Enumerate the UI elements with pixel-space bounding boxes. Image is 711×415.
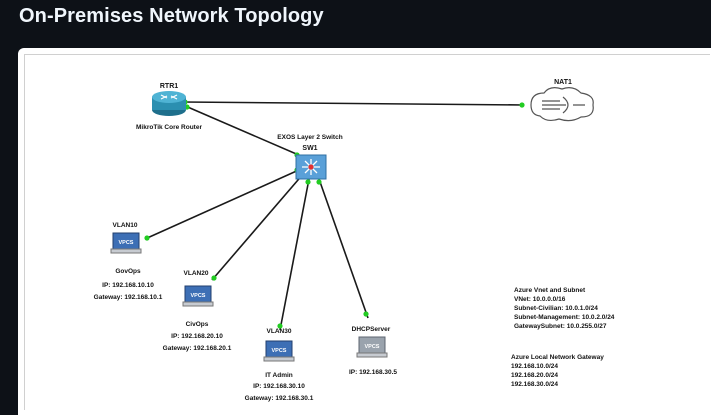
- topology-diagram: RTR1 MikroTik Core Router NAT1 EXOS Laye…: [94, 79, 615, 402]
- pc-icon[interactable]: [110, 232, 142, 254]
- link-govops-sw1[interactable]: [144, 168, 302, 240]
- link-dot: [305, 179, 311, 185]
- topology-canvas[interactable]: RTR1 MikroTik Core Router NAT1 EXOS Laye…: [24, 54, 710, 410]
- sw1-name: SW1: [302, 145, 317, 152]
- nat1-name: NAT1: [554, 79, 572, 86]
- govops-vpcs-label: VPCS: [119, 240, 134, 246]
- nat-cloud-icon[interactable]: [530, 87, 594, 122]
- civops-ip: IP: 192.168.20.10: [171, 333, 223, 340]
- vlan10-name: VLAN10: [113, 222, 138, 229]
- civops-host: CivOps: [186, 321, 209, 328]
- sw1-desc: EXOS Layer 2 Switch: [277, 134, 342, 141]
- link-dot: [144, 235, 150, 241]
- itadmin-ip: IP: 192.168.30.10: [253, 383, 305, 390]
- link-dhcp-sw1[interactable]: [318, 178, 369, 319]
- link-dot: [316, 179, 322, 185]
- link-itadmin-sw1[interactable]: [279, 178, 310, 331]
- links: [144, 101, 525, 331]
- azure-lng-line: 192.168.20.0/24: [511, 372, 558, 379]
- azure-vnet-line: VNet: 10.0.0.0/16: [514, 296, 566, 303]
- rtr1-name: RTR1: [160, 83, 178, 90]
- dhcp-vpcs-label: VPCS: [365, 344, 380, 350]
- vlan20-name: VLAN20: [184, 270, 209, 277]
- azure-lng-line: 192.168.30.0/24: [511, 381, 558, 388]
- link-dot: [211, 275, 217, 281]
- dhcp-ip: IP: 192.168.30.5: [349, 369, 397, 376]
- dhcp-name: DHCPServer: [352, 326, 391, 333]
- govops-gateway: Gateway: 192.168.10.1: [94, 294, 163, 301]
- azure-lng-line: 192.168.10.0/24: [511, 363, 558, 370]
- azure-lng-title: Azure Local Network Gateway: [511, 354, 604, 361]
- itadmin-host: IT Admin: [265, 372, 293, 379]
- pc-icon[interactable]: [182, 285, 214, 307]
- link-rtr1-nat1[interactable]: [182, 101, 525, 106]
- azure-vnet-note: Azure Vnet and Subnet VNet: 10.0.0.0/16 …: [514, 287, 615, 330]
- azure-vnet-line: Subnet-Management: 10.0.2.0/24: [514, 314, 615, 321]
- vlan30-name: VLAN30: [267, 328, 292, 335]
- link-dot: [519, 102, 525, 108]
- link-dot: [363, 311, 369, 317]
- topology-frame: RTR1 MikroTik Core Router NAT1 EXOS Laye…: [18, 48, 711, 415]
- link-rtr1-sw1[interactable]: [182, 104, 302, 157]
- azure-vnet-line: GatewaySubnet: 10.0.255.0/27: [514, 323, 607, 330]
- govops-host: GovOps: [115, 268, 141, 275]
- router-icon[interactable]: [152, 91, 186, 116]
- page-title: On-Premises Network Topology: [19, 5, 324, 27]
- link-civops-sw1[interactable]: [211, 172, 305, 281]
- switch-icon[interactable]: [295, 154, 327, 180]
- rtr1-desc: MikroTik Core Router: [136, 124, 202, 131]
- civops-gateway: Gateway: 192.168.20.1: [163, 345, 232, 352]
- itadmin-gateway: Gateway: 192.168.30.1: [245, 395, 314, 402]
- link-dot: [277, 323, 283, 329]
- civops-vpcs-label: VPCS: [191, 293, 206, 299]
- azure-lng-note: Azure Local Network Gateway 192.168.10.0…: [511, 354, 604, 388]
- itadmin-vpcs-label: VPCS: [272, 348, 287, 354]
- azure-vnet-line: Subnet-Civilian: 10.0.1.0/24: [514, 305, 598, 312]
- govops-ip: IP: 192.168.10.10: [102, 282, 154, 289]
- azure-vnet-title: Azure Vnet and Subnet: [514, 287, 586, 294]
- pc-icon[interactable]: [356, 336, 388, 358]
- pc-icon[interactable]: [263, 340, 295, 362]
